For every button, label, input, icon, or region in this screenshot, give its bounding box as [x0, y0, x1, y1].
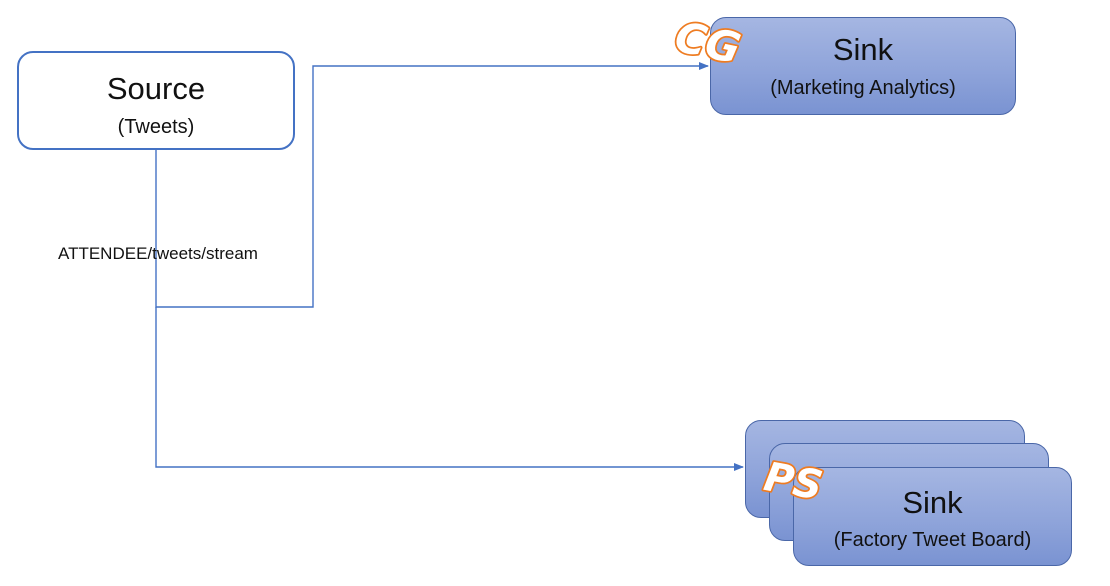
- topic-label: ATTENDEE/tweets/stream: [58, 244, 258, 263]
- badge-letters: PS: [761, 457, 826, 509]
- sink-node-marketing-analytics[interactable]: Sink (Marketing Analytics): [710, 17, 1016, 115]
- sink-title: Sink: [832, 32, 894, 67]
- sink-node-factory-tweet-board[interactable]: Sink (Factory Tweet Board): [793, 467, 1072, 566]
- connector-to-factory-tweet-board: [155, 307, 744, 471]
- connector-to-marketing-analytics: [155, 62, 709, 308]
- sink-subtitle: (Factory Tweet Board): [833, 529, 1032, 551]
- sink-subtitle: (Marketing Analytics): [770, 77, 956, 99]
- consumer-group-badge-icon: CG: [669, 21, 747, 75]
- sink-title: Sink: [902, 485, 963, 520]
- badge-letters: CG: [671, 21, 745, 73]
- source-title: Source: [106, 71, 206, 106]
- source-subtitle: (Tweets): [117, 116, 195, 138]
- source-node[interactable]: Source (Tweets): [17, 51, 295, 150]
- pubsub-badge-icon: PS: [760, 457, 828, 511]
